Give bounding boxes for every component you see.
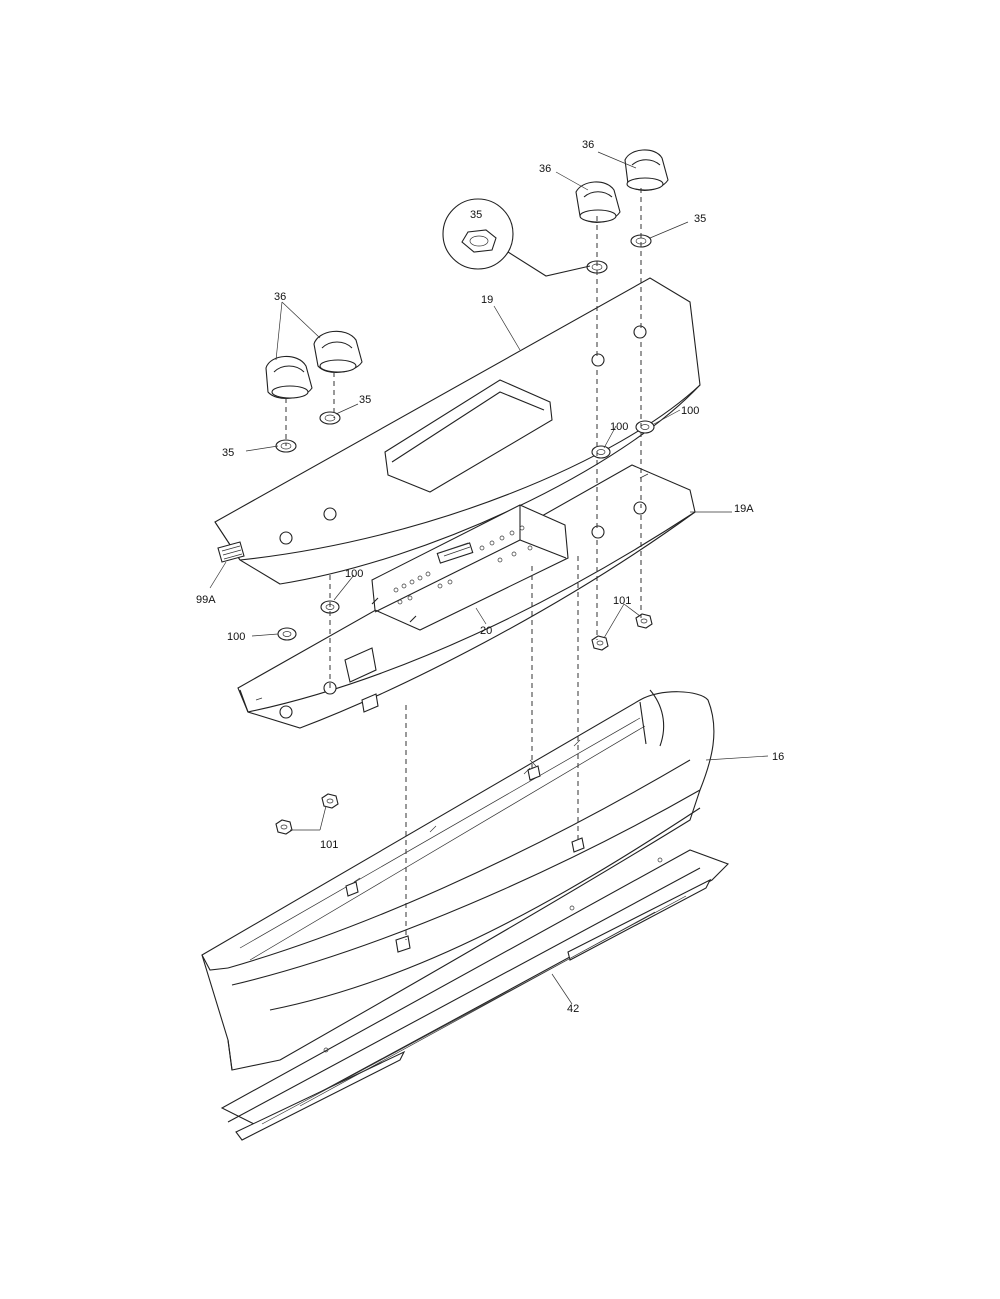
- label-100-lower-middle: 100: [345, 568, 363, 580]
- label-35-detail: 35: [470, 209, 482, 221]
- nut-101-right-b: [635, 613, 653, 629]
- spacer-100-upper-a: [591, 445, 611, 459]
- label-16: 16: [772, 751, 784, 763]
- label-101-left: 101: [320, 839, 338, 851]
- label-19: 19: [481, 294, 493, 306]
- label-36-left: 36: [274, 291, 286, 303]
- control-board-20: [371, 504, 569, 631]
- knob-36-left-front: [265, 355, 313, 399]
- label-100-lower-left: 100: [227, 631, 245, 643]
- alignment-lines: [285, 188, 642, 940]
- spacer-100-lower-b: [277, 627, 297, 641]
- knob-36-left-back: [313, 330, 363, 373]
- nut-35-left-back: [319, 411, 341, 425]
- label-100-upper-middle: 100: [610, 421, 628, 433]
- label-35-left-front: 35: [222, 447, 234, 459]
- nut-101-left-a: [321, 793, 339, 809]
- knob-36-top-middle: [575, 181, 621, 223]
- label-35-right: 35: [694, 213, 706, 225]
- detail-callout-nut-35: [442, 198, 591, 277]
- part-labels: 36 36 35 35 36 19 35 100 100 35 19A 100 …: [196, 139, 784, 1015]
- label-36-top: 36: [582, 139, 594, 151]
- trim-strip-42: [220, 849, 729, 1141]
- control-panel-19: [214, 277, 701, 585]
- leader-lines: [209, 151, 769, 1005]
- nut-101-right-a: [591, 635, 609, 651]
- spacer-100-upper-b: [635, 420, 655, 434]
- label-35-left-back: 35: [359, 394, 371, 406]
- knob-36-top-right: [624, 149, 669, 191]
- label-99A: 99A: [196, 594, 216, 606]
- label-100-upper-right: 100: [681, 405, 699, 417]
- label-36-middle: 36: [539, 163, 551, 175]
- label-20: 20: [480, 625, 492, 637]
- nut-101-left-b: [275, 819, 293, 835]
- label-101-right: 101: [613, 595, 631, 607]
- label-19A: 19A: [734, 503, 754, 515]
- label-42: 42: [567, 1003, 579, 1015]
